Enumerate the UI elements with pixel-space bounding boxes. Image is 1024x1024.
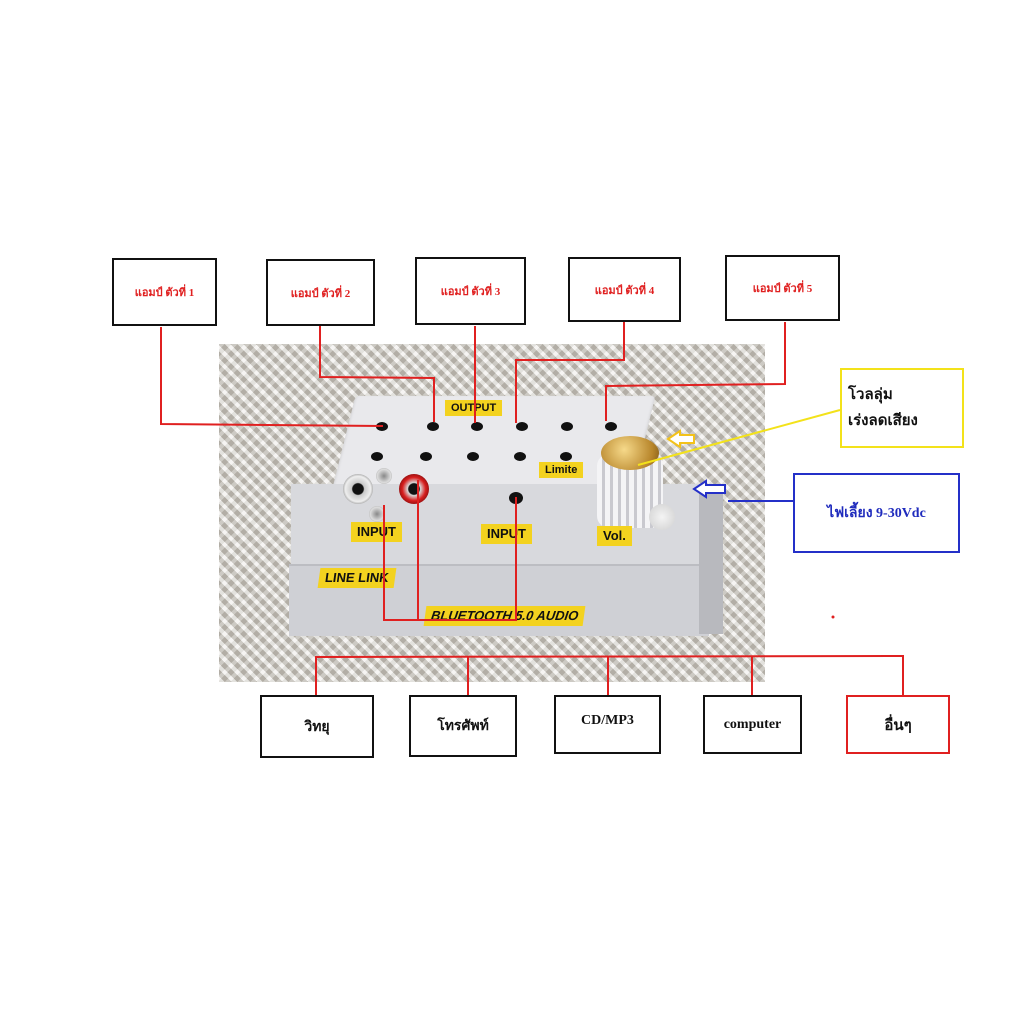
device-photo: OUTPUT Limite INPUT INPUT Vol. LINE LINK… <box>219 344 765 682</box>
cd-callout: CD/MP3 <box>554 695 661 754</box>
output-jack-11 <box>560 452 572 461</box>
volume-arrow-icon <box>666 429 695 449</box>
dc-power-jack <box>649 504 675 530</box>
power-label: ไฟเลี้ยง 9-30Vdc <box>827 506 926 521</box>
volume-label-line1: โวลลุ่ม <box>848 387 893 403</box>
phone-label: โทรศัพท์ <box>437 719 489 734</box>
vol-label: Vol. <box>597 526 632 546</box>
amp5-label: แอมป์ ตัวที่ 5 <box>752 283 813 295</box>
rca-input-red <box>399 474 429 504</box>
amp2-callout: แอมป์ ตัวที่ 2 <box>266 259 375 326</box>
amp4-line <box>515 322 625 423</box>
input-rca-label: INPUT <box>351 522 402 542</box>
computer-callout: computer <box>703 695 802 754</box>
rca-input-white <box>343 474 373 504</box>
volume-label-line2: เร่งลดเสียง <box>848 413 918 429</box>
amp4-label: แอมป์ ตัวที่ 4 <box>594 284 655 297</box>
output-jack-6 <box>605 422 617 431</box>
volume-callout: โวลลุ่ม เร่งลดเสียง <box>840 368 964 448</box>
rca-link-line <box>383 480 419 621</box>
other-callout: อื่นๆ <box>846 695 950 754</box>
volume-knob-cap <box>601 436 659 470</box>
amp5-line <box>605 322 786 421</box>
output-jack-10 <box>514 452 526 461</box>
output-jack-9 <box>467 452 479 461</box>
amp3-label: แอมป์ ตัวที่ 3 <box>440 286 501 298</box>
power-callout: ไฟเลี้ยง 9-30Vdc <box>793 473 960 553</box>
computer-label: computer <box>723 716 782 732</box>
output-jack-3 <box>471 422 483 431</box>
output-jack-4 <box>516 422 528 431</box>
amp4-callout: แอมป์ ตัวที่ 4 <box>568 257 681 322</box>
output-jack-7 <box>371 452 383 461</box>
aux-link-line <box>384 497 517 621</box>
amp2-line <box>319 326 435 422</box>
amp2-label: แอมป์ ตัวที่ 2 <box>290 287 351 300</box>
source-bus-line <box>315 654 904 695</box>
output-jack-2 <box>427 422 439 431</box>
output-label: OUTPUT <box>445 400 503 416</box>
phone-callout: โทรศัพท์ <box>409 695 517 757</box>
power-arrow-icon <box>692 479 726 499</box>
output-jack-8 <box>420 452 432 461</box>
limiter-label: Limite <box>539 462 584 478</box>
amp1-label: แอมป์ ตัวที่ 1 <box>134 287 195 299</box>
screw <box>376 468 392 484</box>
ground-screw <box>369 506 385 522</box>
volume-line <box>637 409 841 466</box>
output-jack-5 <box>561 422 573 431</box>
enclosure-side <box>699 484 723 634</box>
cd-label: CD/MP3 <box>581 713 634 728</box>
amp1-callout: แอมป์ ตัวที่ 1 <box>112 258 217 326</box>
amp5-callout: แอมป์ ตัวที่ 5 <box>725 255 840 321</box>
radio-callout: วิทยุ <box>260 695 374 758</box>
amp1-line <box>160 327 384 427</box>
other-label: อื่นๆ <box>884 717 912 734</box>
dot <box>831 615 835 619</box>
radio-label: วิทยุ <box>304 719 330 735</box>
amp3-callout: แอมป์ ตัวที่ 3 <box>415 257 526 325</box>
